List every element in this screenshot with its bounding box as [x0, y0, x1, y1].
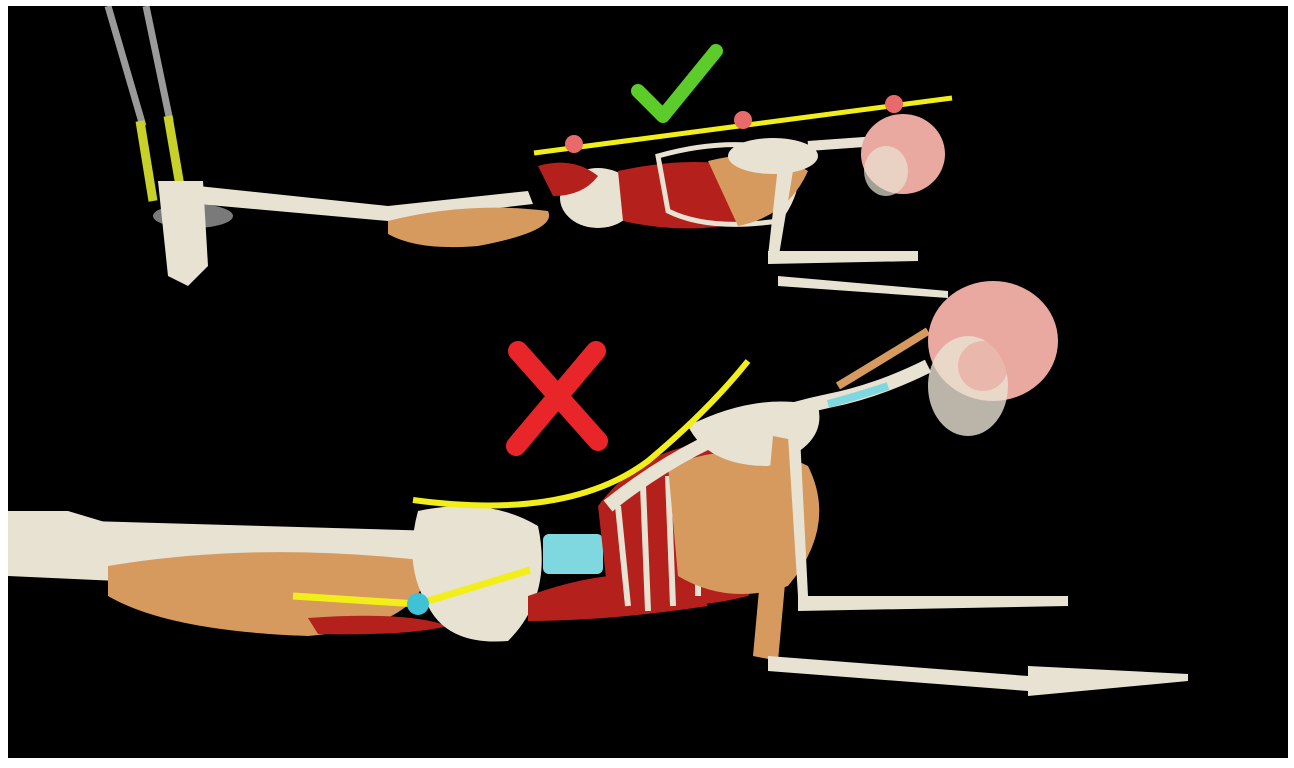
- forearm-lower: [768, 656, 1028, 691]
- forearm: [768, 251, 918, 264]
- incorrect-form-figure: [8, 281, 1188, 696]
- forearm-upper: [798, 596, 1068, 611]
- skull: [928, 281, 1058, 436]
- image-frame: [8, 6, 1288, 758]
- alignment-marker-hip: [565, 135, 583, 153]
- correct-form-figure: [108, 6, 952, 298]
- hamstring-red: [308, 616, 448, 635]
- alignment-marker-head: [885, 95, 903, 113]
- alignment-marker-back: [734, 111, 752, 129]
- scapula: [728, 138, 818, 174]
- forearm-lower: [778, 276, 948, 298]
- skull: [861, 114, 945, 196]
- hand: [1028, 666, 1188, 696]
- checkmark-icon: [638, 51, 716, 116]
- plank-anatomy-illustration: [8, 6, 1288, 758]
- cross-icon: [516, 351, 598, 446]
- hip-joint-marker: [407, 593, 429, 615]
- lumbar-spine: [543, 534, 603, 574]
